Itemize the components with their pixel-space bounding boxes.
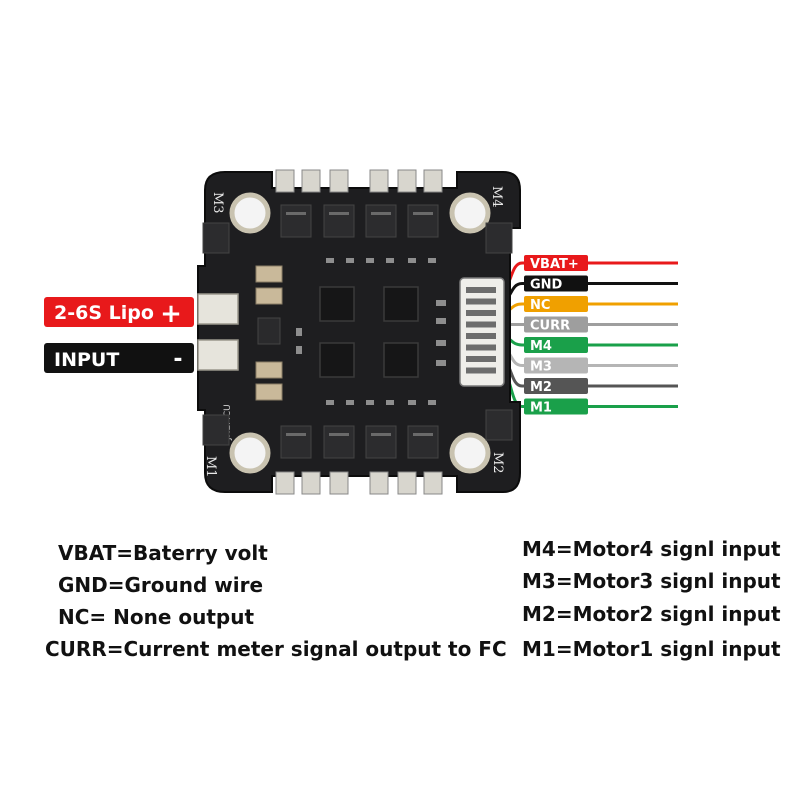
wire-label-badge xyxy=(524,378,588,394)
wire-label-text: GND xyxy=(530,278,563,293)
top-motor-pads xyxy=(275,169,443,193)
legend-right-0: M4=Motor4 signl input xyxy=(522,537,781,561)
bottom-motor-pads xyxy=(275,471,443,495)
wire-label-text: M3 xyxy=(530,360,552,375)
power-positive-label: 2-6S Lipo + xyxy=(44,297,194,329)
wire-label-badge xyxy=(524,337,588,353)
wire-label-m3: M3 xyxy=(524,357,588,375)
wire-label-text: CURR xyxy=(530,319,570,334)
wire-label-text: M1 xyxy=(530,401,552,416)
power-negative-text: INPUT xyxy=(54,349,119,371)
passive-components xyxy=(255,258,446,405)
connector-pins xyxy=(466,287,496,374)
connector-pin xyxy=(466,310,496,316)
wire-label-text: M2 xyxy=(530,380,552,395)
wire-label-m4: M4 xyxy=(524,337,588,354)
mosfet-chips xyxy=(202,204,513,459)
wire-label-curr: CURR xyxy=(524,316,588,334)
legend-right-3: M1=Motor1 signl input xyxy=(522,637,781,661)
connector-pin xyxy=(466,344,496,351)
legend-left-3: CURR=Current meter signal output to FC xyxy=(45,637,507,661)
wire-label-nc: NC xyxy=(524,296,588,313)
wire-label-badge xyxy=(524,398,588,415)
legend-left-2: NC= None output xyxy=(58,605,255,629)
legend-right-1: M3=Motor3 signl input xyxy=(522,569,781,593)
power-negative-label: INPUT - xyxy=(44,343,194,373)
wire-label-badge xyxy=(524,275,588,292)
silk-m2: M2 xyxy=(490,452,505,474)
power-positive-badge xyxy=(44,297,194,327)
connector-pin xyxy=(466,287,496,293)
mounting-holes xyxy=(229,192,491,474)
wire-label-badge xyxy=(524,255,588,271)
wire-label-text: VBAT+ xyxy=(530,257,579,272)
wire-label-text: NC xyxy=(530,298,550,313)
pcb-body xyxy=(197,171,521,493)
wire-label-text: M4 xyxy=(530,339,552,354)
connector-pin xyxy=(466,367,496,374)
chip-markings xyxy=(286,212,433,436)
power-negative-sign: - xyxy=(173,347,182,372)
power-negative-badge xyxy=(44,343,194,373)
legend-left-1: GND=Ground wire xyxy=(58,573,264,597)
legend-left-0: VBAT=Baterry volt xyxy=(58,541,268,565)
silk-m3: M3 xyxy=(210,192,225,214)
wire-label-m1: M1 xyxy=(524,398,588,416)
signal-connector xyxy=(459,277,505,387)
power-positive-text: 2-6S Lipo xyxy=(54,302,154,324)
connector-pin xyxy=(466,321,496,328)
wire-label-badge xyxy=(524,357,588,374)
wire-label-badge xyxy=(524,296,588,312)
connector-pin xyxy=(466,333,496,339)
connector-pin xyxy=(466,356,496,362)
silk-m1: M1 xyxy=(203,456,218,478)
silk-m4: M4 xyxy=(489,186,504,208)
power-pads xyxy=(197,293,239,371)
wire-label-badge xyxy=(524,316,588,333)
wire-label-vbat: VBAT+ xyxy=(524,255,588,272)
legend-right-2: M2=Motor2 signl input xyxy=(522,602,781,626)
connector-pin xyxy=(466,298,496,305)
wire-label-m2: M2 xyxy=(524,378,588,395)
mcu-chips xyxy=(319,286,419,378)
wire-label-gnd: GND xyxy=(524,275,588,293)
power-positive-sign: + xyxy=(160,299,182,329)
